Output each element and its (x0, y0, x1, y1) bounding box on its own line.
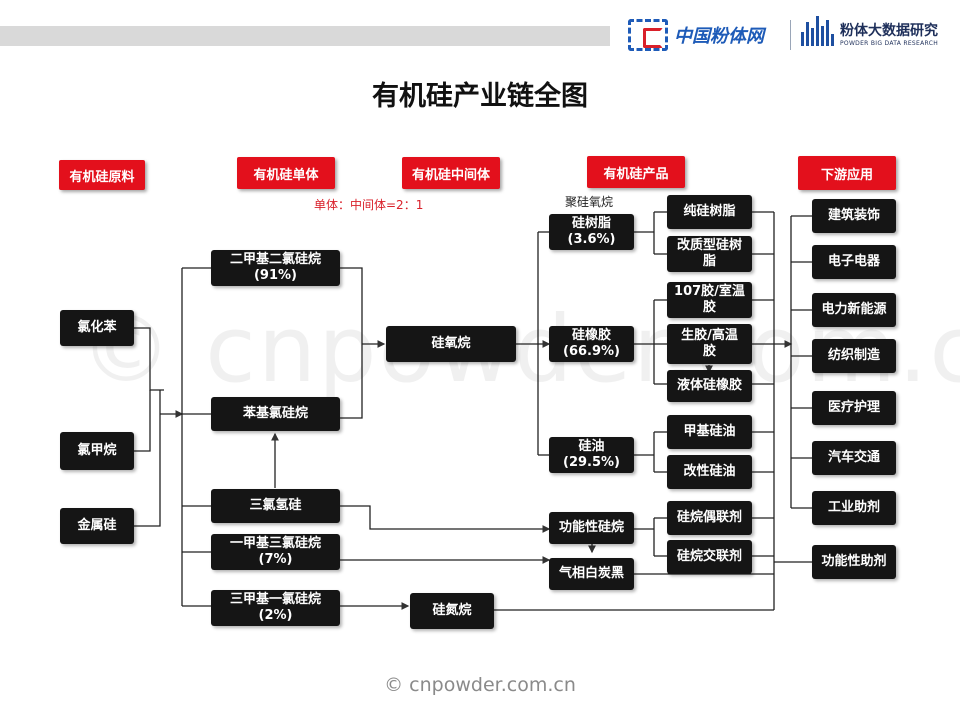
app-electronics: 电子电器 (812, 245, 896, 279)
raw-chloromethane: 氯甲烷 (60, 432, 134, 470)
header-products: 有机硅产品 (587, 156, 685, 188)
raw-chlorobenzene: 氯化苯 (60, 310, 134, 346)
app-medical: 医疗护理 (812, 391, 896, 425)
footer-copyright: © cnpowder.com.cn (384, 674, 576, 696)
logo-divider (790, 20, 791, 50)
monomer-methyltrichlorosilane: 一甲基三氯硅烷 (7%) (211, 534, 340, 570)
sub-htv-rubber: 生胶/高温 胶 (667, 324, 752, 364)
product-fumed-silica: 气相白炭黑 (549, 558, 634, 590)
header-intermediate: 有机硅中间体 (402, 157, 500, 189)
app-industrial-additives: 工业助剂 (812, 491, 896, 525)
cnpowder-logo[interactable]: 中国粉体网 (628, 18, 764, 52)
app-automotive: 汽车交通 (812, 441, 896, 475)
page-title: 有机硅产业链全图 (372, 81, 588, 112)
raw-metal-silicon: 金属硅 (60, 508, 134, 544)
sub-pure-silicone-resin: 纯硅树脂 (667, 195, 752, 229)
product-functional-silane: 功能性硅烷 (549, 512, 634, 544)
intermediate-siloxane: 硅氧烷 (386, 326, 516, 362)
cnpowder-logo-icon (628, 19, 668, 51)
powder-big-data-logo[interactable]: 粉体大数据研究 POWDER BIG DATA RESEARCH (800, 16, 938, 50)
sub-liquid-silicone-rubber: 液体硅橡胶 (667, 370, 752, 402)
app-textile: 纺织制造 (812, 339, 896, 373)
powder-big-data-cn: 粉体大数据研究 (840, 22, 938, 39)
monomer-dimethyldichlorosilane: 二甲基二氯硅烷 (91%) (211, 250, 340, 286)
app-construction: 建筑装饰 (812, 199, 896, 233)
sub-modified-silicone-resin: 改质型硅树 脂 (667, 236, 752, 272)
product-silicone-rubber: 硅橡胶 (66.9%) (549, 326, 634, 362)
monomer-trimethylchlorosilane: 三甲基一氯硅烷 (2%) (211, 590, 340, 626)
cnpowder-logo-text: 中国粉体网 (674, 26, 764, 47)
sub-rtv-rubber: 107胶/室温 胶 (667, 282, 752, 318)
app-power-new-energy: 电力新能源 (812, 293, 896, 327)
product-silicone-oil: 硅油 (29.5%) (549, 437, 634, 473)
monomer-trichlorosilane: 三氯氢硅 (211, 489, 340, 523)
bar-graph-icon (800, 16, 834, 50)
header-downstream: 下游应用 (798, 156, 896, 190)
powder-big-data-en: POWDER BIG DATA RESEARCH (840, 39, 939, 47)
polysiloxane-note: 聚硅氧烷 (565, 195, 614, 209)
ratio-note: 单体：中间体=2：1 (314, 198, 424, 212)
intermediate-silazane: 硅氮烷 (410, 593, 494, 629)
sub-modified-silicone-oil: 改性硅油 (667, 455, 752, 489)
product-silicone-resin: 硅树脂 (3.6%) (549, 214, 634, 250)
header-bar-notch (596, 26, 610, 46)
sub-methyl-silicone-oil: 甲基硅油 (667, 415, 752, 449)
monomer-phenylchlorosilane: 苯基氯硅烷 (211, 397, 340, 431)
sub-silane-coupling-agent: 硅烷偶联剂 (667, 501, 752, 535)
header-monomers: 有机硅单体 (237, 157, 335, 189)
header-raw-materials: 有机硅原料 (59, 160, 145, 190)
app-functional-additives: 功能性助剂 (812, 545, 896, 579)
sub-silane-crosslinker: 硅烷交联剂 (667, 540, 752, 574)
header-bar (0, 26, 610, 46)
